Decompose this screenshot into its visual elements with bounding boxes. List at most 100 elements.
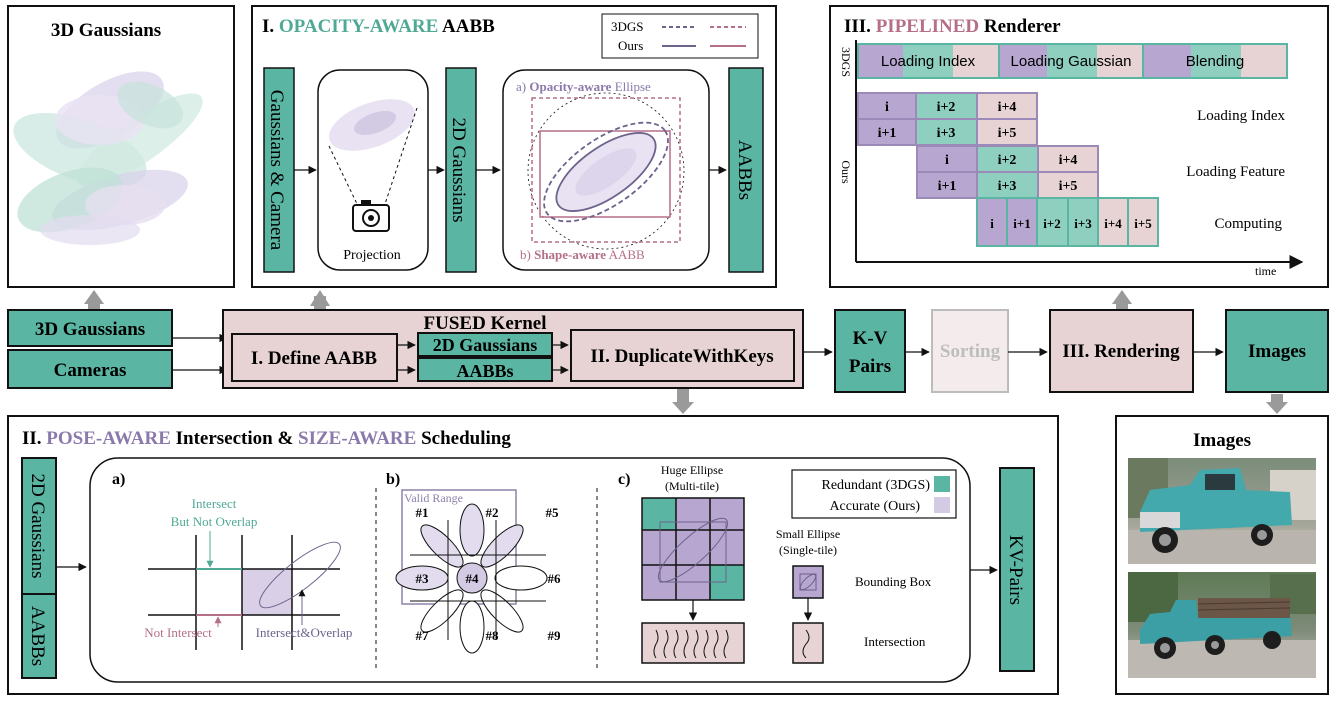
duplicate-box <box>570 329 795 382</box>
pose-aabbs-label: AABBs <box>27 606 48 666</box>
stage-loading-feature: Loading Feature <box>1186 164 1285 180</box>
pose-title: II. POSE-AWARE Intersection & SIZE-AWARE… <box>22 428 511 449</box>
tile-label: #3 <box>416 571 430 586</box>
a-intersect-overlap: Intersect&Overlap <box>256 625 353 640</box>
tile-label: #9 <box>548 628 562 643</box>
sorting-box <box>931 309 1009 393</box>
petal-ellipses <box>395 503 548 654</box>
tile-label: #7 <box>416 628 430 643</box>
time-label: time <box>1255 264 1276 278</box>
grid-computing: i i+1 i+2 i+3 i+4 i+5 <box>976 197 1159 247</box>
li-cell: i+2 <box>937 100 956 115</box>
lf-cell: i+4 <box>1059 153 1078 168</box>
main-flow: 3D Gaussians Cameras FUSED Kernel I. Def… <box>7 309 1329 393</box>
legend-redundant: Redundant (3DGS) <box>822 478 931 493</box>
kv-pairs-box <box>834 309 906 393</box>
panel-3d-gaussians: 3D Gaussians <box>7 5 235 288</box>
li-cell: i <box>885 100 889 115</box>
input-cameras <box>7 349 173 389</box>
rendering-box <box>1049 309 1194 393</box>
panel-pose-aware: II. POSE-AWARE Intersection & SIZE-AWARE… <box>7 415 1059 695</box>
pipelined-title: III. PIPELINED Renderer <box>844 16 1061 37</box>
kv-pairs-label-1: K-V <box>853 328 888 349</box>
panel-pipelined: III. PIPELINED Renderer time 3DGS Ours L… <box>829 5 1329 288</box>
label-ours: Ours <box>839 160 853 184</box>
huge-ellipse-label-2: (Multi-tile) <box>665 479 719 493</box>
small-ellipse-label-1: Small Ellipse <box>776 527 840 541</box>
truck-photo-2 <box>1128 572 1316 678</box>
fused-2d-gaussians-label: 2D Gaussians <box>433 335 538 355</box>
valid-range-label: Valid Range <box>404 491 463 505</box>
tile-label: #2 <box>486 505 499 520</box>
lf-cell: i+5 <box>1059 179 1078 194</box>
lf-cell: i+2 <box>998 153 1017 168</box>
truck-photo-1 <box>1128 458 1316 564</box>
lf-cell: i+3 <box>998 179 1017 194</box>
kv-pairs-output <box>999 467 1035 672</box>
section-b-label: b) <box>386 471 400 488</box>
images-panel-title: Images <box>1193 430 1251 451</box>
gaussians-camera-box <box>263 67 295 273</box>
images-label: Images <box>1248 341 1306 362</box>
li-cell: i+5 <box>998 126 1017 141</box>
small-ellipse-tile <box>792 565 824 599</box>
tile-label: #4 <box>466 571 480 586</box>
panel-3dg-title: 3D Gaussians <box>51 20 161 41</box>
projection-label: Projection <box>343 248 401 263</box>
a-intersect-1: Intersect <box>192 496 237 511</box>
gaussian-cloud <box>13 71 203 245</box>
grid-loading-index: i i+2 i+4 i+1 i+3 i+5 <box>857 92 1038 146</box>
compute-cell: i+1 <box>1013 216 1031 231</box>
tile-label: #1 <box>416 505 429 520</box>
compute-cell: i <box>990 216 994 231</box>
rendering-label: III. Rendering <box>1062 341 1180 362</box>
opacity-legend: 3DGS Ours <box>601 13 759 59</box>
tile-label: #6 <box>548 571 562 586</box>
fused-aabbs-label: AABBs <box>456 361 513 381</box>
tile-label: #8 <box>486 628 500 643</box>
huge-ellipse-label-1: Huge Ellipse <box>661 463 723 477</box>
kv-pairs-output-label: KV-Pairs <box>1005 535 1026 605</box>
li-cell: i+3 <box>937 126 956 141</box>
legend-3dgs-label: 3DGS <box>611 19 644 34</box>
input-3d-gaussians <box>7 309 173 347</box>
define-aabb-label: I. Define AABB <box>251 348 377 369</box>
bar-blending: Blending <box>1186 53 1244 70</box>
li-cell: i+4 <box>998 100 1017 115</box>
small-intersection-box <box>792 622 824 664</box>
panel-opacity-aware: I. OPACITY-AWARE AABB 3DGS Ours Gaussian… <box>251 5 777 288</box>
camera-icon <box>352 200 390 232</box>
2d-gaussians-label: 2D Gaussians <box>448 117 469 222</box>
fused-kernel-title: FUSED Kernel <box>424 313 547 334</box>
bounding-box-label: Bounding Box <box>855 574 932 589</box>
images-box <box>1225 309 1329 393</box>
compute-cell: i+3 <box>1074 216 1092 231</box>
stage-loading-index: Loading Index <box>1197 108 1285 124</box>
a-intersect-2: But Not Overlap <box>171 514 258 529</box>
c-legend <box>791 469 957 519</box>
li-cell: i+1 <box>878 126 897 141</box>
input-3d-gaussians-label: 3D Gaussians <box>35 319 145 340</box>
stage-computing: Computing <box>1214 216 1282 232</box>
tile-label: #5 <box>546 505 560 520</box>
2d-gaussians-box <box>445 67 477 273</box>
small-ellipse-label-2: (Single-tile) <box>779 543 837 557</box>
intersection-label: Intersection <box>864 634 926 649</box>
aabbs-output-box <box>728 67 764 273</box>
lf-cell: i+1 <box>938 179 957 194</box>
sorting-label: Sorting <box>940 341 1001 362</box>
section-c-label: c) <box>618 471 630 488</box>
pose-2d-gaussians-label: 2D Gaussians <box>27 473 48 578</box>
bar-loading-gaussian: Loading Gaussian <box>1011 53 1132 70</box>
opacity-title: I. OPACITY-AWARE AABB <box>262 16 495 37</box>
kv-pairs-label-2: Pairs <box>849 356 891 377</box>
shape-aabb-caption: b) Shape-aware AABB <box>520 247 645 262</box>
compute-cell: i+2 <box>1043 216 1061 231</box>
legend-ours-label: Ours <box>618 38 643 53</box>
compute-cell: i+5 <box>1134 216 1152 231</box>
huge-intersection-box <box>641 622 745 664</box>
panel-images: Images <box>1115 415 1329 695</box>
compute-cell: i+4 <box>1104 216 1122 231</box>
label-3dgs: 3DGS <box>839 47 853 77</box>
